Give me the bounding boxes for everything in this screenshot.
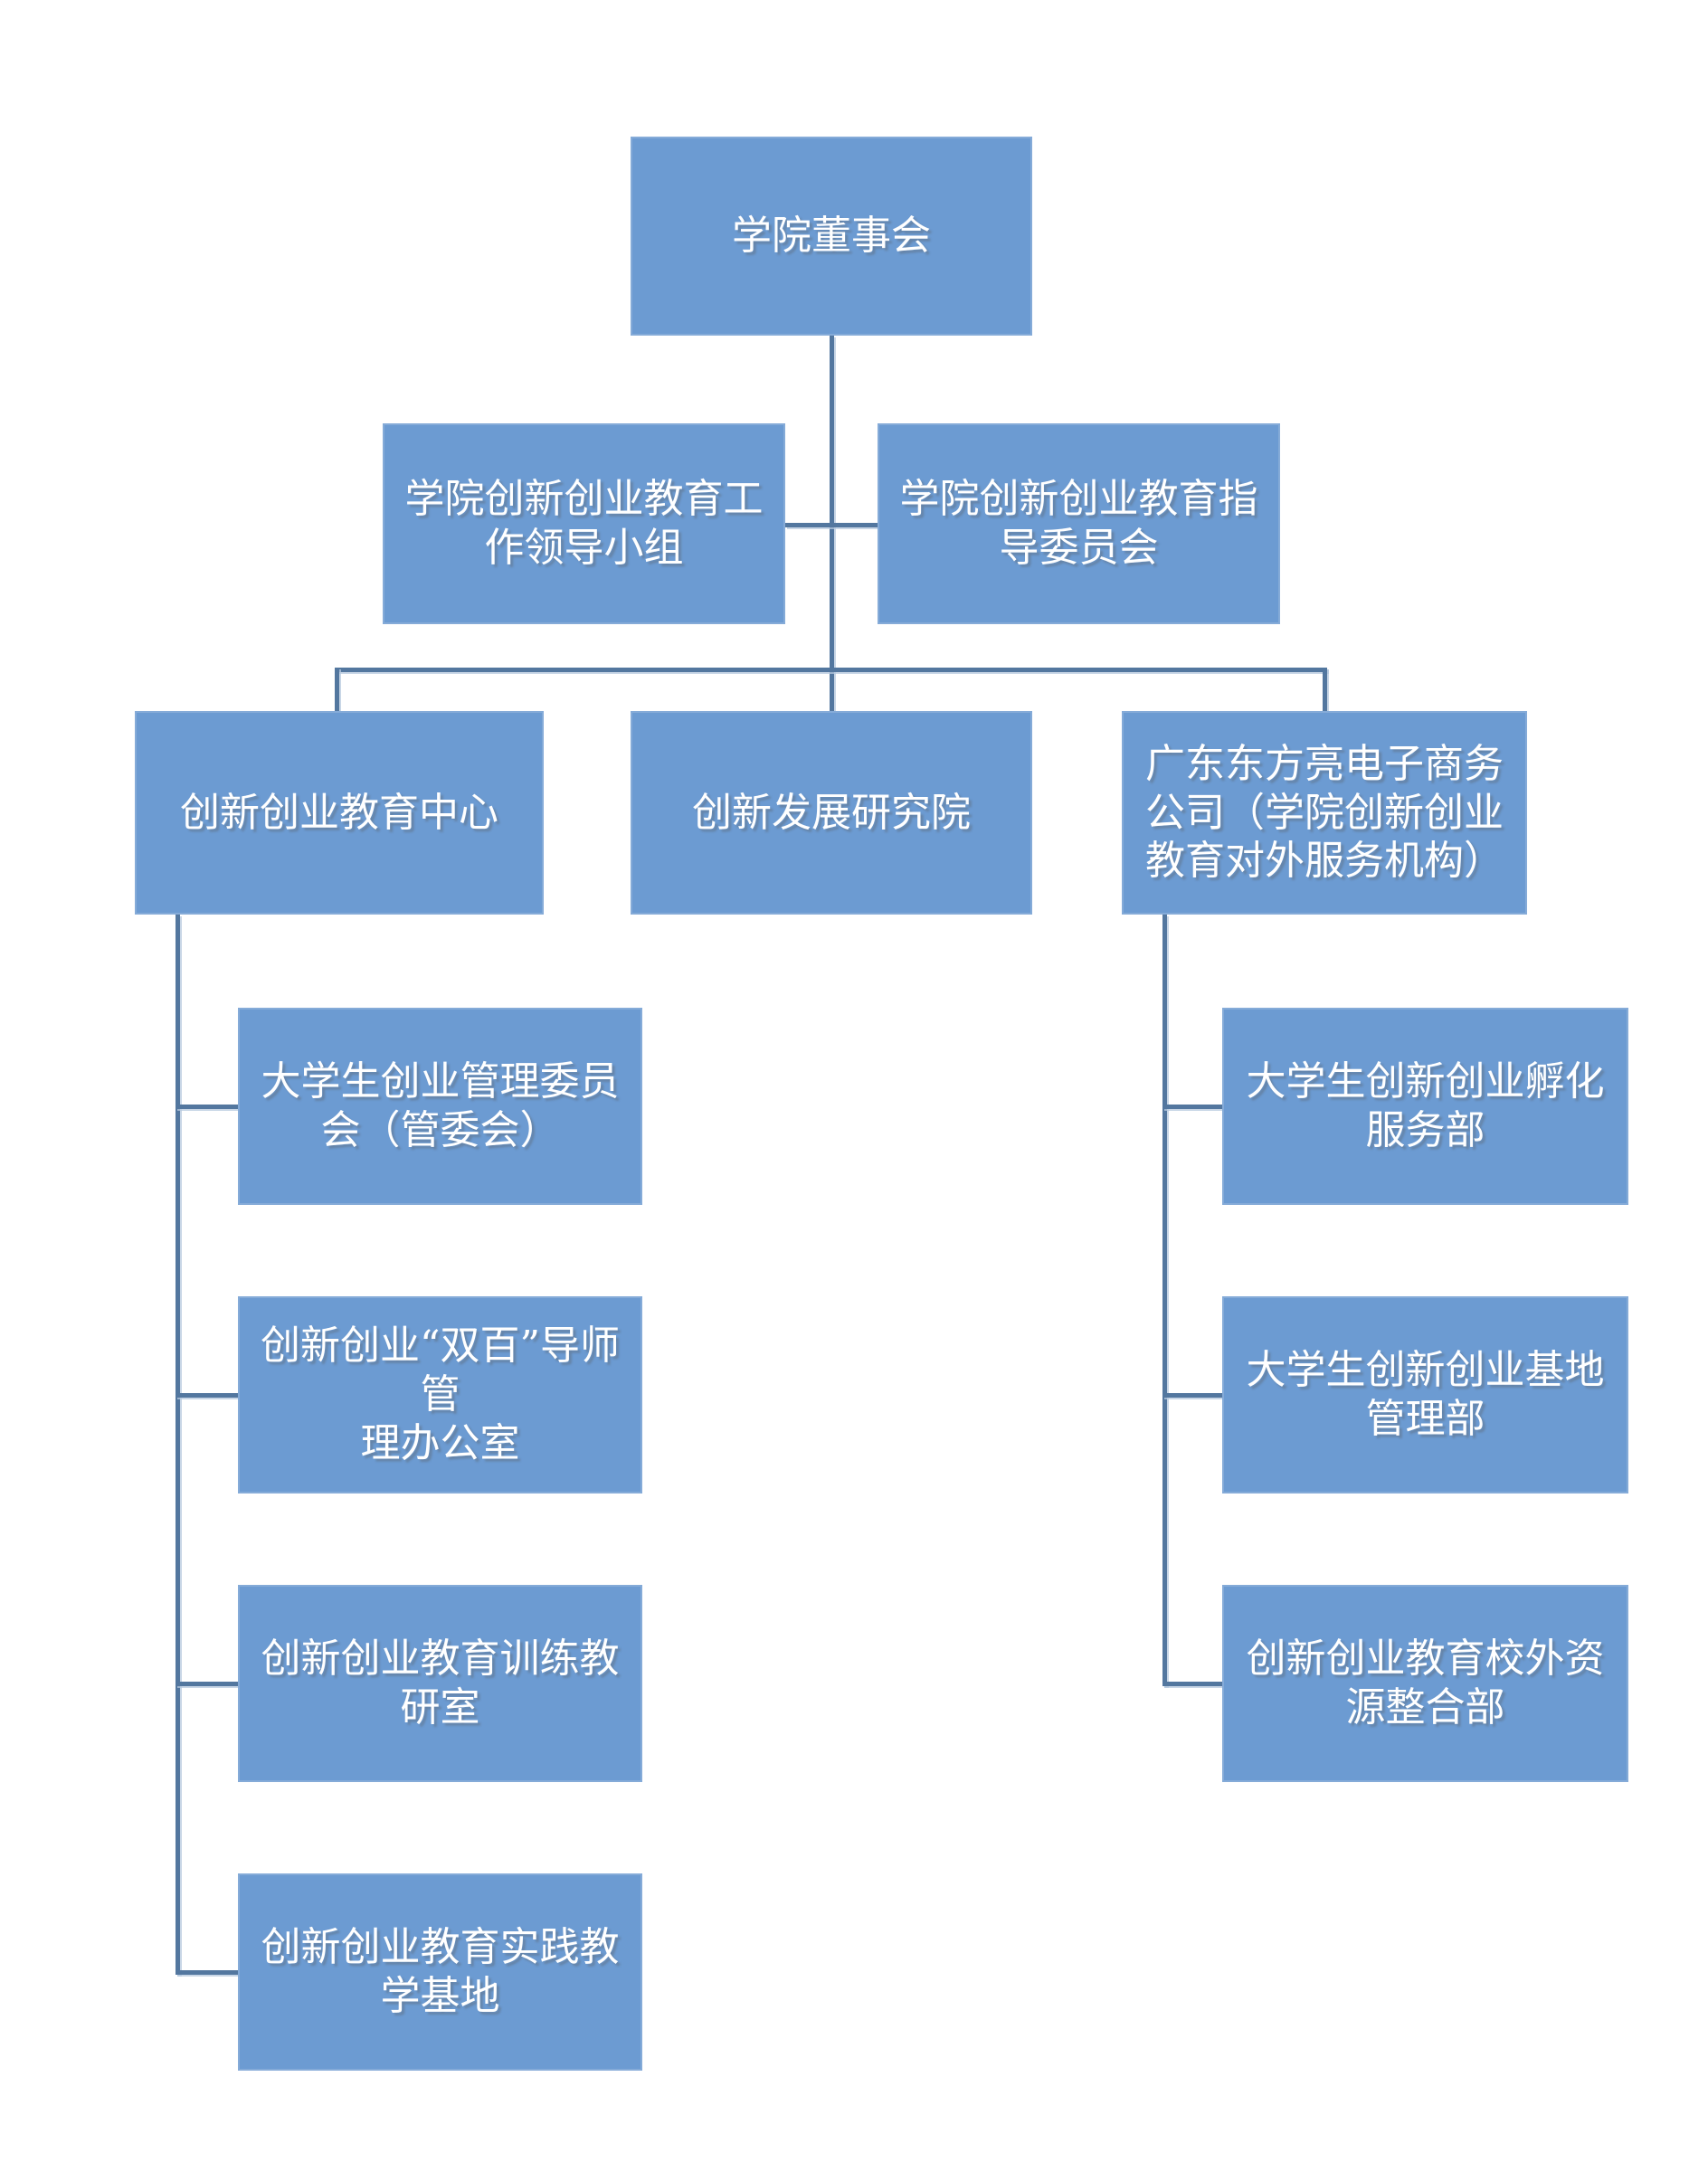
node-label: 学院创新创业教育指 导委员会 xyxy=(899,476,1258,571)
connector-company-stub-1 xyxy=(1162,1105,1222,1109)
node-label: 大学生创新创业基地 管理部 xyxy=(1246,1347,1605,1442)
node-label: 创新创业“双百”导师管 理办公室 xyxy=(261,1323,620,1466)
node-label: 广东东方亮电子商务 公司（学院创新创业 教育对外服务机构） xyxy=(1145,740,1504,885)
connector-company-rail xyxy=(1162,915,1167,1686)
connector-divisions-right-drop xyxy=(1323,668,1327,711)
connector-edu-center-rail xyxy=(176,915,180,1975)
node-mgmt-committee: 大学生创业管理委员 会（管委会） xyxy=(238,1008,642,1205)
node-incubation-dept: 大学生创新创业孵化 服务部 xyxy=(1222,1008,1628,1205)
node-label: 大学生创业管理委员 会（管委会） xyxy=(261,1058,620,1153)
connector-edu-center-stub-4 xyxy=(176,1970,238,1975)
node-edu-center: 创新创业教育中心 xyxy=(135,711,544,915)
node-resource-dept: 创新创业教育校外资 源整合部 xyxy=(1222,1585,1628,1782)
node-label: 大学生创新创业孵化 服务部 xyxy=(1246,1058,1605,1153)
node-college-board: 学院董事会 xyxy=(631,137,1032,336)
node-training-office: 创新创业教育训练教 研室 xyxy=(238,1585,642,1782)
node-label: 学院董事会 xyxy=(732,213,931,260)
connector-advisory-link xyxy=(785,523,878,527)
node-base-mgmt-dept: 大学生创新创业基地 管理部 xyxy=(1222,1296,1628,1493)
connector-divisions-horizontal xyxy=(335,668,1327,672)
connector-divisions-left-drop xyxy=(335,668,339,711)
connector-company-stub-3 xyxy=(1162,1682,1222,1686)
node-mentor-office: 创新创业“双百”导师管 理办公室 xyxy=(238,1296,642,1493)
connector-company-stub-2 xyxy=(1162,1393,1222,1398)
node-steering-committee: 学院创新创业教育指 导委员会 xyxy=(878,423,1280,624)
connector-edu-center-stub-1 xyxy=(176,1105,238,1109)
node-leading-group: 学院创新创业教育工 作领导小组 xyxy=(383,423,785,624)
connector-edu-center-stub-3 xyxy=(176,1682,238,1686)
node-company: 广东东方亮电子商务 公司（学院创新创业 教育对外服务机构） xyxy=(1122,711,1527,915)
node-label: 创新创业教育实践教 学基地 xyxy=(261,1924,620,2019)
node-label: 创新创业教育训练教 研室 xyxy=(261,1636,620,1731)
node-label: 创新发展研究院 xyxy=(692,789,971,836)
node-label: 学院创新创业教育工 作领导小组 xyxy=(404,476,764,571)
node-label: 创新创业教育校外资 源整合部 xyxy=(1246,1636,1605,1731)
connector-edu-center-stub-2 xyxy=(176,1393,238,1398)
node-label: 创新创业教育中心 xyxy=(180,789,498,836)
node-innovation-institute: 创新发展研究院 xyxy=(631,711,1032,915)
node-practice-base: 创新创业教育实践教 学基地 xyxy=(238,1873,642,2071)
